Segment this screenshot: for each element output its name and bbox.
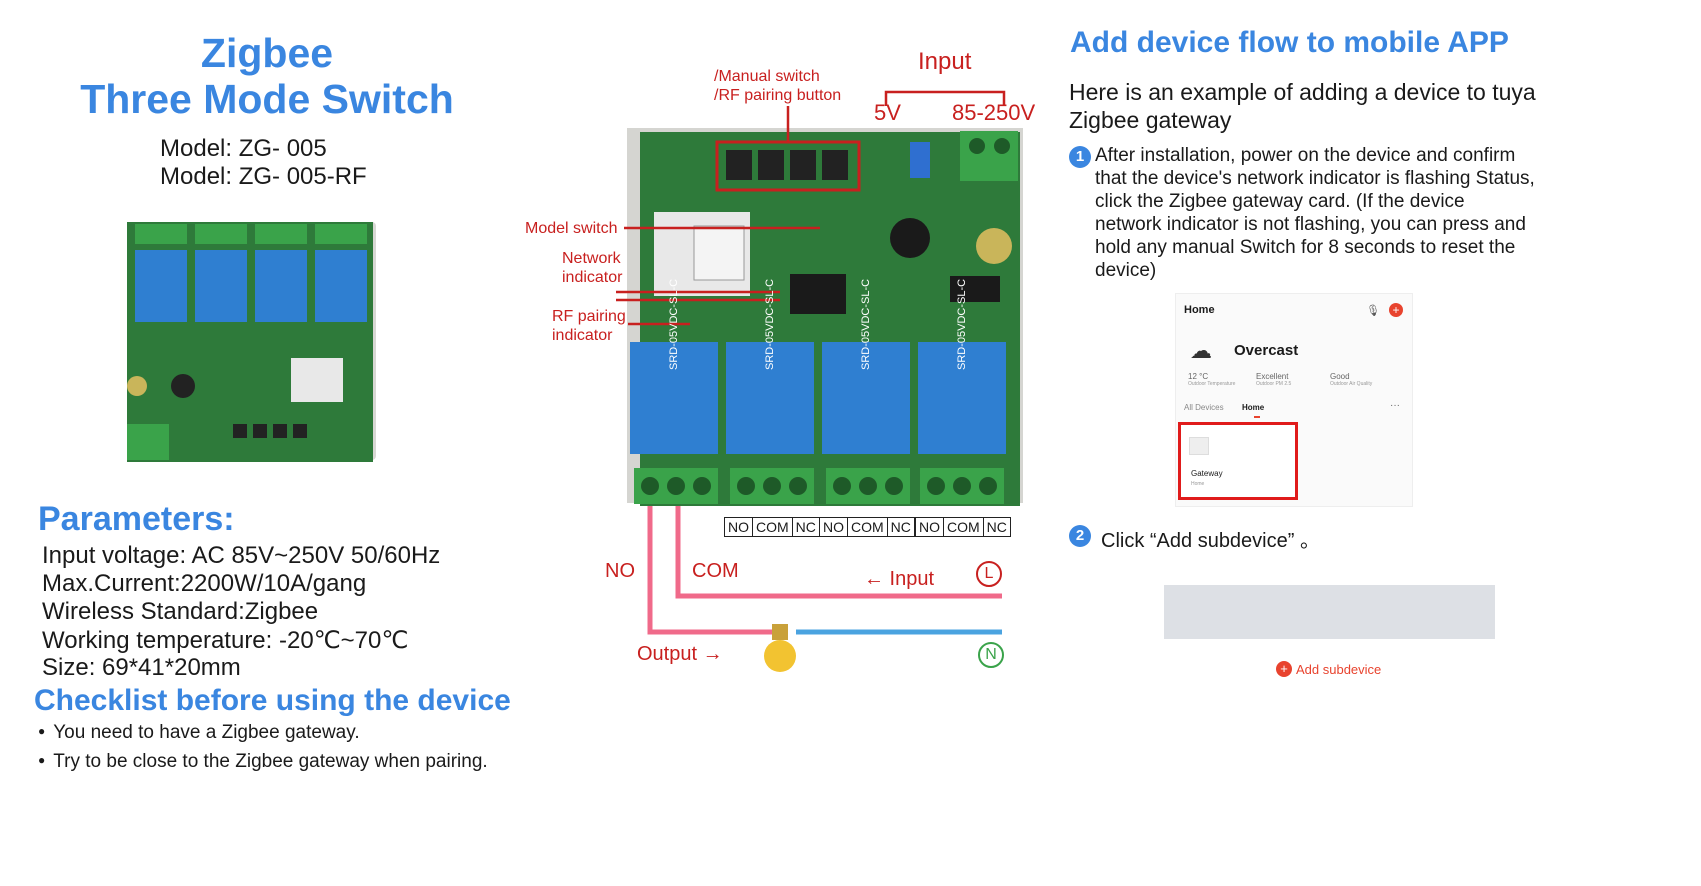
- live-symbol: L: [976, 561, 1002, 587]
- pm-value: Excellent: [1256, 372, 1289, 381]
- step-1-badge: 1: [1069, 146, 1091, 168]
- intro-text: Here is an example of adding a device to…: [1069, 79, 1536, 133]
- add-subdevice-icon: +: [1276, 661, 1292, 677]
- network-indicator-label-1: Network: [562, 250, 621, 267]
- wire-no-label: NO: [605, 560, 635, 582]
- rf-pairing-button-label: /RF pairing button: [714, 87, 842, 104]
- terminal-group: NO COM NC: [915, 517, 1011, 537]
- tab-indicator: [1254, 416, 1260, 418]
- app-screenshot-gateway-banner: [1164, 585, 1495, 639]
- air-sub: Outdoor Air Quality: [1330, 381, 1373, 387]
- title-line-2: Three Mode Switch: [80, 76, 454, 122]
- terminal-group: NO COM NC: [724, 517, 820, 537]
- checklist-item: You need to have a Zigbee gateway.: [38, 722, 359, 744]
- manual-switch-label: /Manual switch: [714, 68, 820, 85]
- weather-label: Overcast: [1234, 342, 1299, 359]
- board-diagram: [590, 76, 1050, 696]
- relay-label: SRD-05VDC-SL-C: [860, 278, 872, 370]
- step-2-badge: 2: [1069, 525, 1091, 547]
- terminal-com: COM: [848, 518, 888, 536]
- param-wireless: Wireless Standard:Zigbee: [42, 598, 319, 625]
- param-temperature: Working temperature: -20℃~70℃: [42, 627, 409, 654]
- cloud-icon: ☁: [1190, 338, 1212, 363]
- model-1: Model: ZG- 005: [160, 135, 327, 162]
- terminal-nc: NC: [795, 519, 816, 535]
- relay-label: SRD-05VDC-SL-C: [764, 278, 776, 370]
- gateway-card[interactable]: Gateway Home: [1178, 422, 1298, 500]
- add-subdevice-button[interactable]: + Add subdevice: [1276, 661, 1381, 677]
- microphone-icon[interactable]: 🎙: [1366, 305, 1380, 317]
- terminal-no: NO: [725, 518, 753, 536]
- tab-all-devices[interactable]: All Devices: [1184, 403, 1224, 412]
- app-screenshot-home: Home 🎙 + ☁ Overcast 12 °C Outdoor Temper…: [1175, 293, 1413, 507]
- model-switch-label: Model switch: [525, 220, 618, 237]
- checklist-heading: Checklist before using the device: [34, 684, 511, 717]
- temp-value: 12 °C: [1188, 372, 1209, 381]
- add-subdevice-label: Add subdevice: [1296, 661, 1382, 677]
- wire-com-label: COM: [692, 560, 739, 582]
- terminal-com: COM: [944, 518, 984, 536]
- terminal-nc: NC: [890, 519, 911, 535]
- terminal-nc: NC: [986, 519, 1007, 535]
- pm-sub: Outdoor PM 2.5: [1256, 381, 1292, 387]
- title-line-1: Zigbee: [200, 30, 334, 76]
- param-input-voltage: Input voltage: AC 85V~250V 50/60Hz: [42, 542, 441, 569]
- checklist-item: Try to be close to the Zigbee gateway wh…: [38, 751, 487, 773]
- terminal-no: NO: [820, 518, 848, 536]
- input-label: Input: [918, 48, 972, 75]
- step-1-text: After installation, power on the device …: [1095, 145, 1535, 281]
- wire-input-label: ← Input: [864, 568, 935, 590]
- terminal-no: NO: [916, 518, 944, 536]
- neutral-symbol: N: [978, 642, 1004, 668]
- gateway-icon: [1189, 437, 1209, 455]
- param-size: Size: 69*41*20mm: [42, 654, 241, 681]
- relay-label: SRD-05VDC-SL-C: [668, 278, 680, 370]
- params-heading: Parameters:: [38, 500, 235, 538]
- wire-output-label: Output →: [637, 643, 723, 665]
- home-dropdown[interactable]: Home: [1184, 304, 1215, 316]
- gateway-room: Home: [1191, 481, 1205, 487]
- rf-pairing-indicator-label-2: indicator: [552, 327, 613, 344]
- product-photo-small: [123, 218, 378, 466]
- model-2: Model: ZG- 005-RF: [160, 163, 367, 190]
- v85-label: 85-250V: [952, 100, 1036, 125]
- relay-label: SRD-05VDC-SL-C: [956, 278, 968, 370]
- right-heading: Add device flow to mobile APP: [1070, 26, 1509, 59]
- terminal-com: COM: [753, 518, 793, 536]
- param-max-current: Max.Current:2200W/10A/gang: [42, 570, 367, 597]
- air-value: Good: [1330, 372, 1350, 381]
- step-2-text: Click “Add subdevice” 。: [1101, 530, 1320, 552]
- network-indicator-label-2: indicator: [562, 269, 623, 286]
- terminal-group: NO COM NC: [819, 517, 915, 537]
- add-icon[interactable]: +: [1389, 303, 1403, 317]
- rf-pairing-indicator-label-1: RF pairing: [552, 308, 626, 325]
- tab-home[interactable]: Home: [1242, 403, 1265, 412]
- more-icon[interactable]: ···: [1390, 400, 1400, 411]
- v5-label: 5V: [874, 100, 901, 125]
- gateway-name: Gateway: [1191, 469, 1223, 478]
- temp-sub: Outdoor Temperature: [1188, 381, 1236, 387]
